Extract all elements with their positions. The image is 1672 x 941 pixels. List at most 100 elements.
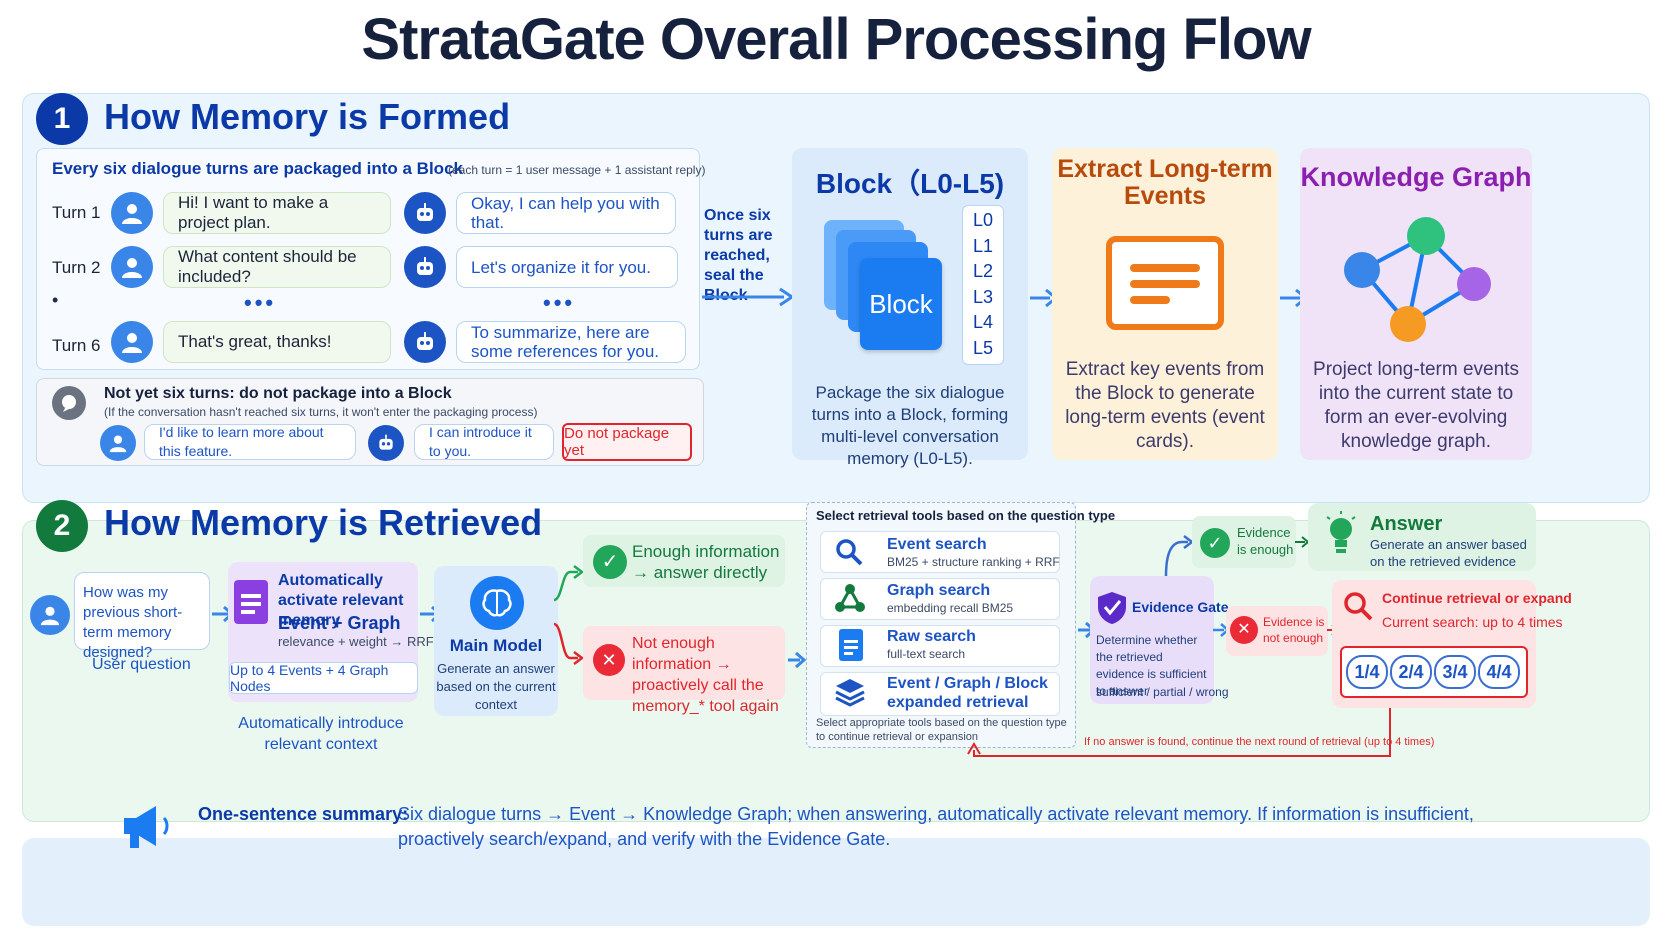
x-circle-icon: ✕ [593,644,625,676]
user-message: That's great, thanks! [163,321,391,363]
activate-subtitle: Event + Graph [278,613,401,633]
level-item: L1 [972,235,994,256]
user-message: Hi! I want to make a project plan. [163,192,391,234]
user-question-label: User question [92,656,191,673]
shield-icon [1098,592,1126,624]
user-avatar-icon [111,246,153,288]
activate-limit: Up to 4 Events + 4 Graph Nodes [229,662,418,694]
user-avatar-icon [30,595,70,635]
level-item: L0 [972,210,994,230]
tool-sub: BM25 + structure ranking + RRF [887,555,1060,569]
page-title: StrataGate Overall Processing Flow [361,7,1311,72]
continue-subtitle: Current search: up to 4 times [1382,614,1563,630]
retrieval-round: 2/4 [1390,655,1432,689]
assistant-robot-icon [368,425,404,461]
retrieval-round: 3/4 [1434,655,1476,689]
evidence-enough-text: Evidence is enough [1237,525,1294,557]
search-icon [836,539,863,566]
extract-description: Extract key events from the Block to gen… [1065,359,1265,452]
packaging-note: (each turn = 1 user message + 1 assistan… [448,163,706,177]
branch-arrows [553,565,585,665]
tools-header: Select retrieval tools based on the ques… [816,508,1116,523]
event-card-icon [1106,236,1224,330]
activate-caption: Automatically introduce relevant context [238,715,404,753]
lightbulb-icon [1326,511,1356,553]
ellipsis-left: • [52,290,59,310]
level-list [962,205,1004,365]
tool-sub: full-text search [887,647,966,661]
loop-back-arrow [967,708,1391,757]
retrieval-round: 4/4 [1478,655,1520,689]
summary-bar [22,838,1650,926]
user-message-short: I'd like to learn more about this featur… [144,424,356,460]
graph-nodes-icon [835,584,865,612]
user-message: What content should be included? [163,246,391,288]
arrow-up-branch [1164,535,1195,577]
document-icon [234,580,268,624]
megaphone-icon [124,806,169,848]
assistant-robot-icon [404,246,446,288]
user-avatar-icon [111,192,153,234]
not-six-note: (If the conversation hasn't reached six … [104,405,538,419]
level-item: L3 [972,286,994,307]
seal-block-text: Once six turns are reached, seal the Blo… [704,207,773,304]
evidence-gate-options: sufficient / partial / wrong [1096,685,1229,699]
tool-title: Event search [887,536,987,553]
tool-sub: embedding recall BM25 [887,601,1014,615]
user-avatar-icon [100,425,136,461]
tool-event-search[interactable] [820,531,1060,573]
activate-title: Automatically activate relevant memory [278,572,404,629]
knowledge-graph-icon [1344,217,1491,342]
assistant-message: To summarize, here are some references f… [456,321,686,363]
block-cube-icon: Block [860,258,942,350]
chat-bubble-icon [52,386,86,420]
assistant-message-short: I can introduce it to you. [414,424,554,460]
layers-icon [835,679,865,707]
block-title: Block（L0-L5) [815,168,1005,199]
not-enough-info-text: Not enough information → proactively cal… [632,635,779,715]
main-model-title: Main Model [449,636,543,655]
evidence-gate-title: Evidence Gate [1132,599,1229,615]
tool-graph-search[interactable] [820,578,1060,620]
graph-description: Project long-term events into the curren… [1313,359,1519,452]
tools-footer: Select appropriate tools based on the qu… [816,717,1067,743]
tool-expanded-retrieval[interactable] [820,672,1060,716]
assistant-message: Okay, I can help you with that. [456,192,676,234]
loop-note: If no answer is found, continue the next… [1084,736,1435,748]
user-avatar-icon [111,321,153,363]
section2-heading: How Memory is Retrieved [104,502,543,543]
ellipsis-assistant: ••• [543,290,576,315]
assistant-robot-icon [404,192,446,234]
level-item: L5 [972,337,994,358]
graph-title: Knowledge Graph [1300,162,1532,192]
section1-number-badge: 1 [36,93,88,145]
level-item: L4 [972,312,994,332]
ellipsis-user: ••• [244,290,277,315]
block-description: Package the six dialogue turns into a Bl… [811,383,1009,468]
turn-label: Turn 1 [52,203,101,222]
not-six-title: Not yet six turns: do not package into a… [104,385,452,402]
assistant-robot-icon [404,321,446,363]
evidence-not-enough-text: Evidence is not enough [1263,615,1325,645]
continue-title: Continue retrieval or expand [1382,590,1572,606]
turn-label: Turn 2 [52,258,101,277]
x-circle-icon: ✕ [1230,616,1258,644]
do-not-package-badge: Do not package yet [562,423,692,461]
evidence-gate-description: Determine whether the retrieved evidence… [1096,633,1207,698]
tool-title: Event / Graph / Block expanded retrieval [887,675,1048,711]
packaging-title: Every six dialogue turns are packaged in… [52,159,463,178]
answer-title: Answer [1370,513,1443,535]
summary-label: One-sentence summary: [198,804,409,824]
summary-line1: Six dialogue turns → Event → Knowledge G… [398,804,1474,824]
arrow-right-icon [788,651,807,669]
activate-formula: relevance + weight → RRF [278,634,434,649]
section1-heading: How Memory is Formed [104,96,511,137]
tool-title: Graph search [887,582,991,599]
search-icon [1344,592,1373,621]
rounds-row: 1/4→2/4→3/4→4/4 [1346,655,1526,689]
arrow-right-icon [702,287,795,307]
section2-number-badge: 2 [36,500,88,552]
summary-line2: proactively search/expand, and verify wi… [398,829,891,849]
extract-title: Extract Long-term Events [1057,155,1273,210]
main-model-description: Generate an answer based on the current … [436,661,556,712]
